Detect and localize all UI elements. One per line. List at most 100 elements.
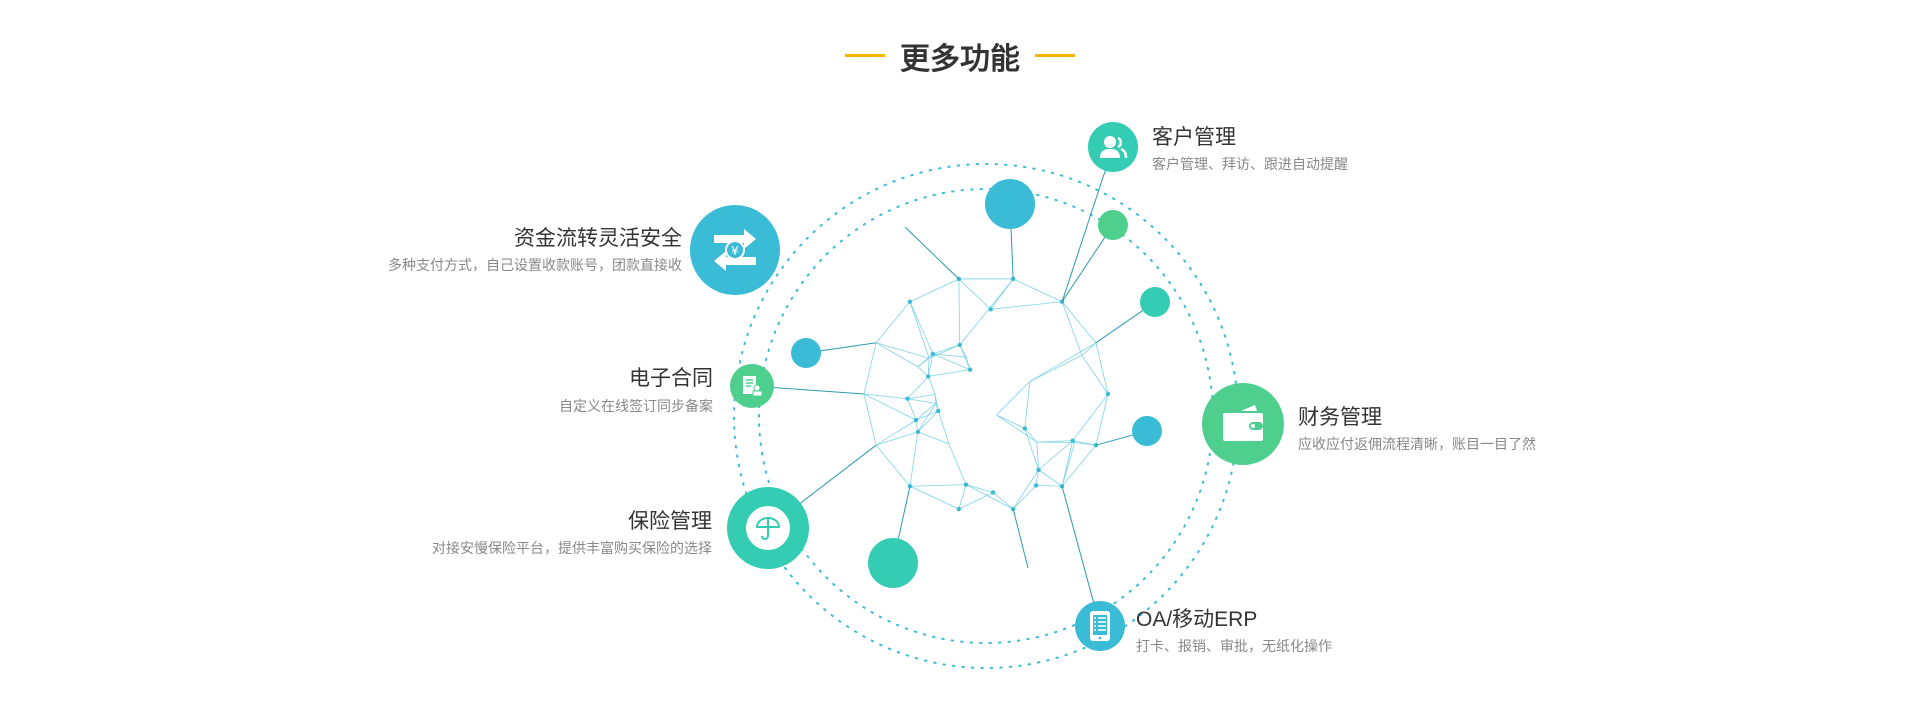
decor-dot: [791, 338, 821, 368]
spoke-line: [904, 226, 960, 280]
network-link: [863, 393, 908, 400]
network-link: [917, 431, 950, 445]
section-title: 更多功能: [900, 43, 1020, 76]
network-link: [932, 353, 967, 358]
network-link: [927, 358, 930, 377]
network-link: [965, 484, 1014, 510]
network-link: [958, 492, 994, 510]
network-link: [990, 301, 1063, 310]
network-link: [992, 492, 1014, 510]
insurance-icon: [727, 487, 809, 569]
network-link: [1081, 355, 1109, 395]
funds-icon: ¥: [690, 205, 780, 295]
decor-dot: [1132, 416, 1162, 446]
network-link: [909, 431, 919, 487]
network-link: [1038, 469, 1063, 487]
network-link: [907, 376, 929, 400]
finance-desc: 应收应付返佣流程清晰，账目一目了然: [1298, 436, 1536, 452]
svg-text:¥: ¥: [731, 244, 739, 258]
network-node: [926, 374, 931, 379]
insurance-desc: 对接安慢保险平台，提供丰富购买保险的选择: [432, 540, 712, 556]
network-link: [1095, 342, 1109, 395]
customer-desc: 客户管理、拜访、跟进自动提醒: [1152, 156, 1348, 172]
network-node: [967, 367, 973, 372]
network-link: [875, 419, 917, 446]
contract-desc: 自定义在线签订同步备案: [559, 398, 713, 414]
network-link: [996, 414, 1038, 443]
oa-icon: [1075, 601, 1125, 651]
title-decor-right: [1035, 54, 1075, 57]
network-link: [1024, 381, 1031, 429]
spoke-line: [1061, 146, 1114, 302]
network-link: [958, 278, 961, 345]
network-node: [905, 396, 910, 401]
dotted-ring-inner: [758, 188, 1214, 644]
network-link: [1024, 428, 1038, 443]
network-node: [1105, 391, 1111, 397]
customer-icon: [1088, 122, 1138, 172]
network-link: [875, 431, 919, 446]
network-node: [957, 342, 962, 348]
decor-dot: [868, 538, 918, 588]
funds-title: 资金流转灵活安全: [514, 227, 682, 250]
network-link: [1036, 442, 1039, 470]
network-link: [915, 403, 937, 421]
network-node: [988, 307, 993, 312]
network-link: [1095, 393, 1109, 446]
spoke-line: [1012, 508, 1029, 569]
network-node: [963, 482, 969, 487]
network-link: [909, 301, 930, 359]
network-link: [917, 410, 939, 433]
network-link: [928, 344, 960, 359]
network-node: [1036, 467, 1041, 473]
network-link: [875, 301, 911, 344]
network-node: [913, 417, 919, 423]
network-link: [1038, 440, 1073, 471]
decor-dot: [1140, 287, 1170, 317]
network-link: [863, 393, 917, 421]
network-link: [907, 394, 936, 400]
network-link: [927, 376, 936, 395]
network-link: [907, 398, 936, 404]
decor-dot: [985, 179, 1035, 229]
network-node: [907, 299, 913, 304]
network-link: [1012, 278, 1063, 303]
network-link: [917, 366, 929, 377]
dotted-ring-outer: [733, 163, 1239, 669]
network-link: [1061, 444, 1097, 487]
network-node: [915, 429, 921, 435]
network-link: [959, 278, 1014, 346]
network-node: [990, 490, 996, 495]
network-link: [958, 278, 992, 310]
network-link: [909, 484, 967, 487]
network-node: [936, 408, 941, 414]
network-link: [1061, 301, 1083, 356]
network-link: [958, 484, 967, 510]
network-link: [1035, 469, 1039, 486]
customer-title: 客户管理: [1152, 126, 1236, 149]
title-decor-left: [845, 54, 885, 57]
contract-icon: [730, 364, 774, 408]
network-link: [928, 369, 971, 377]
network-link: [1072, 393, 1109, 441]
network-link: [965, 484, 994, 493]
network-link: [1024, 428, 1039, 471]
contract-title: 电子合同: [629, 367, 713, 390]
finance-title: 财务管理: [1298, 406, 1382, 429]
network-link: [1061, 440, 1074, 487]
network-node: [956, 506, 962, 512]
network-link: [909, 278, 960, 303]
network-link: [909, 485, 960, 510]
network-link: [863, 342, 877, 395]
network-link: [1029, 342, 1097, 382]
network-link: [1035, 485, 1063, 487]
network-link: [932, 344, 960, 355]
network-link: [932, 353, 971, 371]
finance-icon: [1202, 383, 1284, 465]
network-link: [1061, 301, 1097, 344]
spoke-line: [1061, 224, 1114, 303]
network-link: [909, 301, 934, 355]
network-link: [927, 353, 934, 377]
oa-desc: 打卡、报销、审批，无纸化操作: [1136, 638, 1332, 654]
